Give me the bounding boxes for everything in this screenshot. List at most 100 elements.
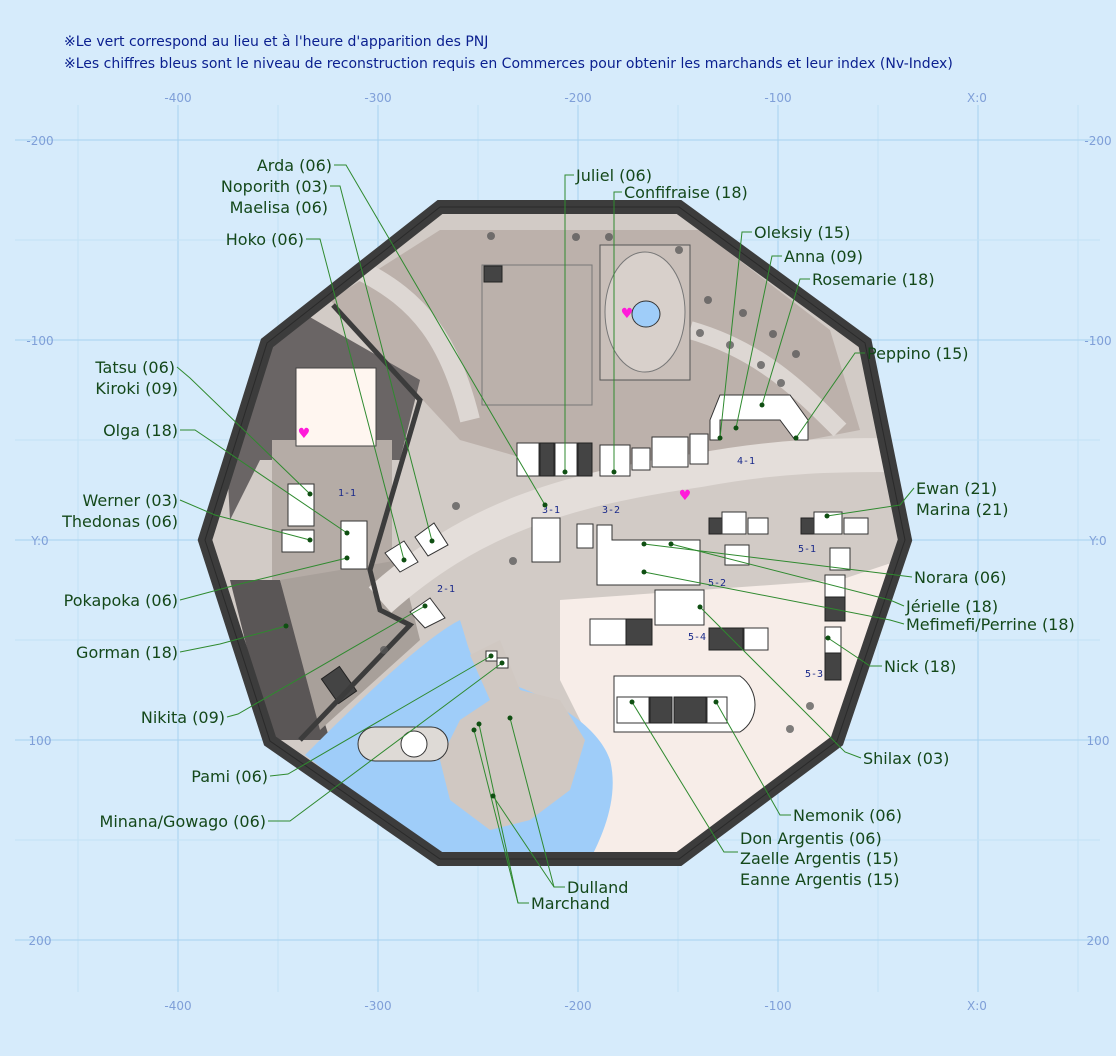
shop-5-4-a: [589, 618, 627, 646]
npc-callout[interactable]: Minana/Gowago (06): [100, 660, 505, 832]
npc-label: Juliel (06): [575, 166, 652, 185]
npc-callout[interactable]: Don Argentis (06): [629, 699, 882, 853]
npc-callout[interactable]: Ewan (21): [824, 479, 998, 519]
npc-callout[interactable]: Arda (06): [257, 156, 548, 508]
shop-5-1-b: [747, 517, 769, 535]
leader-line: [564, 174, 574, 472]
shop-nikita: [409, 597, 446, 629]
npc-callout[interactable]: Zaelle Argentis (15): [740, 849, 899, 868]
npc-label: Tatsu (06): [94, 358, 175, 377]
legend-note-green: ※Le vert correspond au lieu et à l'heure…: [64, 34, 489, 50]
npc-callout[interactable]: Confifraise (18): [611, 183, 748, 475]
npc-dot-icon: [641, 569, 647, 575]
outer-wall-edge: [204, 206, 906, 860]
npc-dot-icon: [759, 402, 765, 408]
npc-dot-icon: [793, 435, 799, 441]
shop-shilax-b: [743, 627, 769, 651]
zone-label: 5-4: [688, 632, 706, 643]
npc-label: Kiroki (09): [95, 379, 178, 398]
leader-line: [643, 571, 905, 625]
npc-label: Pami (06): [191, 767, 268, 786]
npc-dot-icon: [422, 603, 428, 609]
shop-5-1-door: [708, 517, 723, 535]
y-tick-label: 100: [29, 734, 52, 748]
shop-nick-b: [824, 652, 842, 681]
npc-callout[interactable]: Pami (06): [191, 653, 494, 787]
east-street: [687, 321, 847, 437]
x-axis-label-bottom: X:0: [967, 999, 987, 1013]
npc-label: Peppino (15): [867, 344, 969, 363]
npc-callout[interactable]: Nick (18): [825, 635, 957, 677]
shop-shilax-a: [708, 627, 744, 651]
npc-label: Oleksiy (15): [754, 223, 850, 242]
npc-callout[interactable]: Noporith (03): [221, 177, 435, 544]
npc-dot-icon: [283, 623, 289, 629]
npc-callout[interactable]: Rosemarie (18): [759, 270, 935, 408]
shop-nemonik: [706, 696, 728, 724]
npc-dot-icon: [344, 555, 350, 561]
main-street: [368, 438, 891, 613]
npc-label: Confifraise (18): [624, 183, 748, 202]
npc-callout[interactable]: Eanne Argentis (15): [740, 870, 900, 889]
lamp-icon: [792, 350, 800, 358]
npc-label: Minana/Gowago (06): [100, 812, 266, 831]
west-crate: [320, 665, 358, 705]
npc-callout[interactable]: Kiroki (09): [95, 379, 178, 398]
npc-dot-icon: [344, 530, 350, 536]
npc-callout[interactable]: Oleksiy (15): [717, 223, 851, 441]
leader-line: [613, 191, 622, 472]
npc-label: Marina (21): [916, 500, 1009, 519]
npc-callout[interactable]: Mefimefi/Perrine (18): [641, 569, 1075, 635]
npc-callout[interactable]: Norara (06): [641, 541, 1007, 588]
x-tick-label: -200: [564, 91, 591, 105]
npc-callout[interactable]: Hoko (06): [226, 230, 407, 563]
npc-dot-icon: [499, 660, 505, 666]
y-axis-label-right: Y:0: [1088, 534, 1106, 548]
npc-callout[interactable]: Nikita (09): [141, 603, 428, 728]
zone-labels: 1-1 2-1 3-1 3-2 4-1 5-1 5-2 5-3 5-4: [338, 456, 823, 680]
npc-callout[interactable]: Shilax (03): [697, 604, 950, 769]
npc-label: Zaelle Argentis (15): [740, 849, 899, 868]
npc-callout[interactable]: Pokapoka (06): [64, 555, 350, 611]
npc-callout[interactable]: Maelisa (06): [230, 198, 328, 217]
npc-callout[interactable]: Anna (09): [733, 247, 863, 431]
leader-line: [179, 499, 311, 541]
npc-dot-icon: [542, 502, 548, 508]
npc-callout[interactable]: Gorman (18): [76, 623, 289, 663]
zone-label: 5-2: [708, 578, 726, 589]
x-tick-label: -300: [364, 999, 391, 1013]
leader-line: [306, 238, 405, 561]
npc-callout[interactable]: Juliel (06): [562, 166, 652, 475]
town-area: [197, 200, 913, 866]
y-tick-label: 200: [1087, 934, 1110, 948]
zone-label: 5-1: [798, 544, 816, 555]
leader-line: [761, 278, 810, 406]
leader-line: [715, 701, 791, 816]
npc-callout[interactable]: Tatsu (06): [94, 358, 313, 497]
leader-line: [670, 543, 905, 607]
x-tick-label: -100: [764, 999, 791, 1013]
npc-callout[interactable]: Olga (18): [103, 421, 350, 536]
x-tick-label: -200: [564, 999, 591, 1013]
axis-labels: X:0 X:0 Y:0 Y:0 -400-400-300-300-200-200…: [26, 91, 1111, 1013]
npc-label: Mefimefi/Perrine (18): [906, 615, 1075, 634]
west-house: [295, 367, 377, 447]
npc-label: Eanne Argentis (15): [740, 870, 900, 889]
shop-3-2-a: [576, 523, 594, 549]
npc-label: Nikita (09): [141, 708, 225, 727]
x-tick-label: -400: [164, 91, 191, 105]
npc-label: Gorman (18): [76, 643, 178, 662]
shop-d: [577, 442, 593, 477]
x-axis-label-top: X:0: [967, 91, 987, 105]
npc-dot-icon: [307, 537, 313, 543]
npc-callout[interactable]: Jérielle (18): [668, 541, 999, 617]
npc-label: Nick (18): [884, 657, 956, 676]
npc-callout[interactable]: Marina (21): [916, 500, 1009, 519]
npc-dot-icon: [490, 793, 496, 799]
npc-callout[interactable]: Peppino (15): [793, 344, 969, 441]
npc-callout[interactable]: Thedonas (06): [61, 512, 178, 531]
npc-callout[interactable]: Nemonik (06): [713, 699, 902, 826]
town-districts: [220, 230, 900, 859]
npc-callout[interactable]: Werner (03): [82, 491, 313, 543]
shop-olga: [340, 520, 368, 570]
